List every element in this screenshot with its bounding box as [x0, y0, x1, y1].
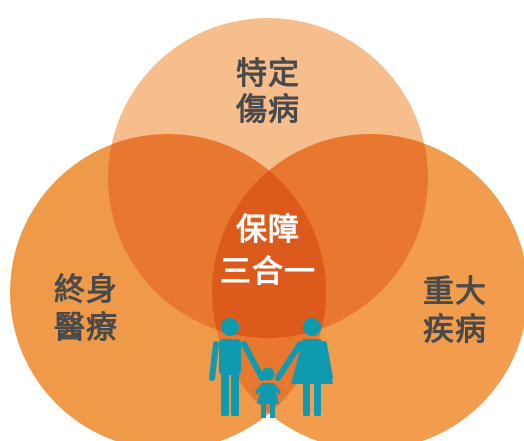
center-label-line-1: 保障 — [236, 212, 300, 248]
father-figure — [209, 318, 265, 416]
child-figure — [255, 367, 281, 418]
mother-figure — [275, 318, 333, 416]
left-label-line-2: 醫療 — [54, 310, 118, 346]
overlap-center — [212, 134, 326, 338]
left-label-line-1: 終身 — [54, 272, 118, 308]
top-label-line-1: 特定 — [236, 56, 300, 92]
center-label-line-2: 三合一 — [220, 254, 316, 290]
right-label-line-2: 疾病 — [423, 312, 487, 348]
family-icon — [209, 318, 333, 418]
right-label-line-1: 重大 — [423, 274, 487, 310]
top-label-line-2: 傷病 — [235, 92, 300, 128]
